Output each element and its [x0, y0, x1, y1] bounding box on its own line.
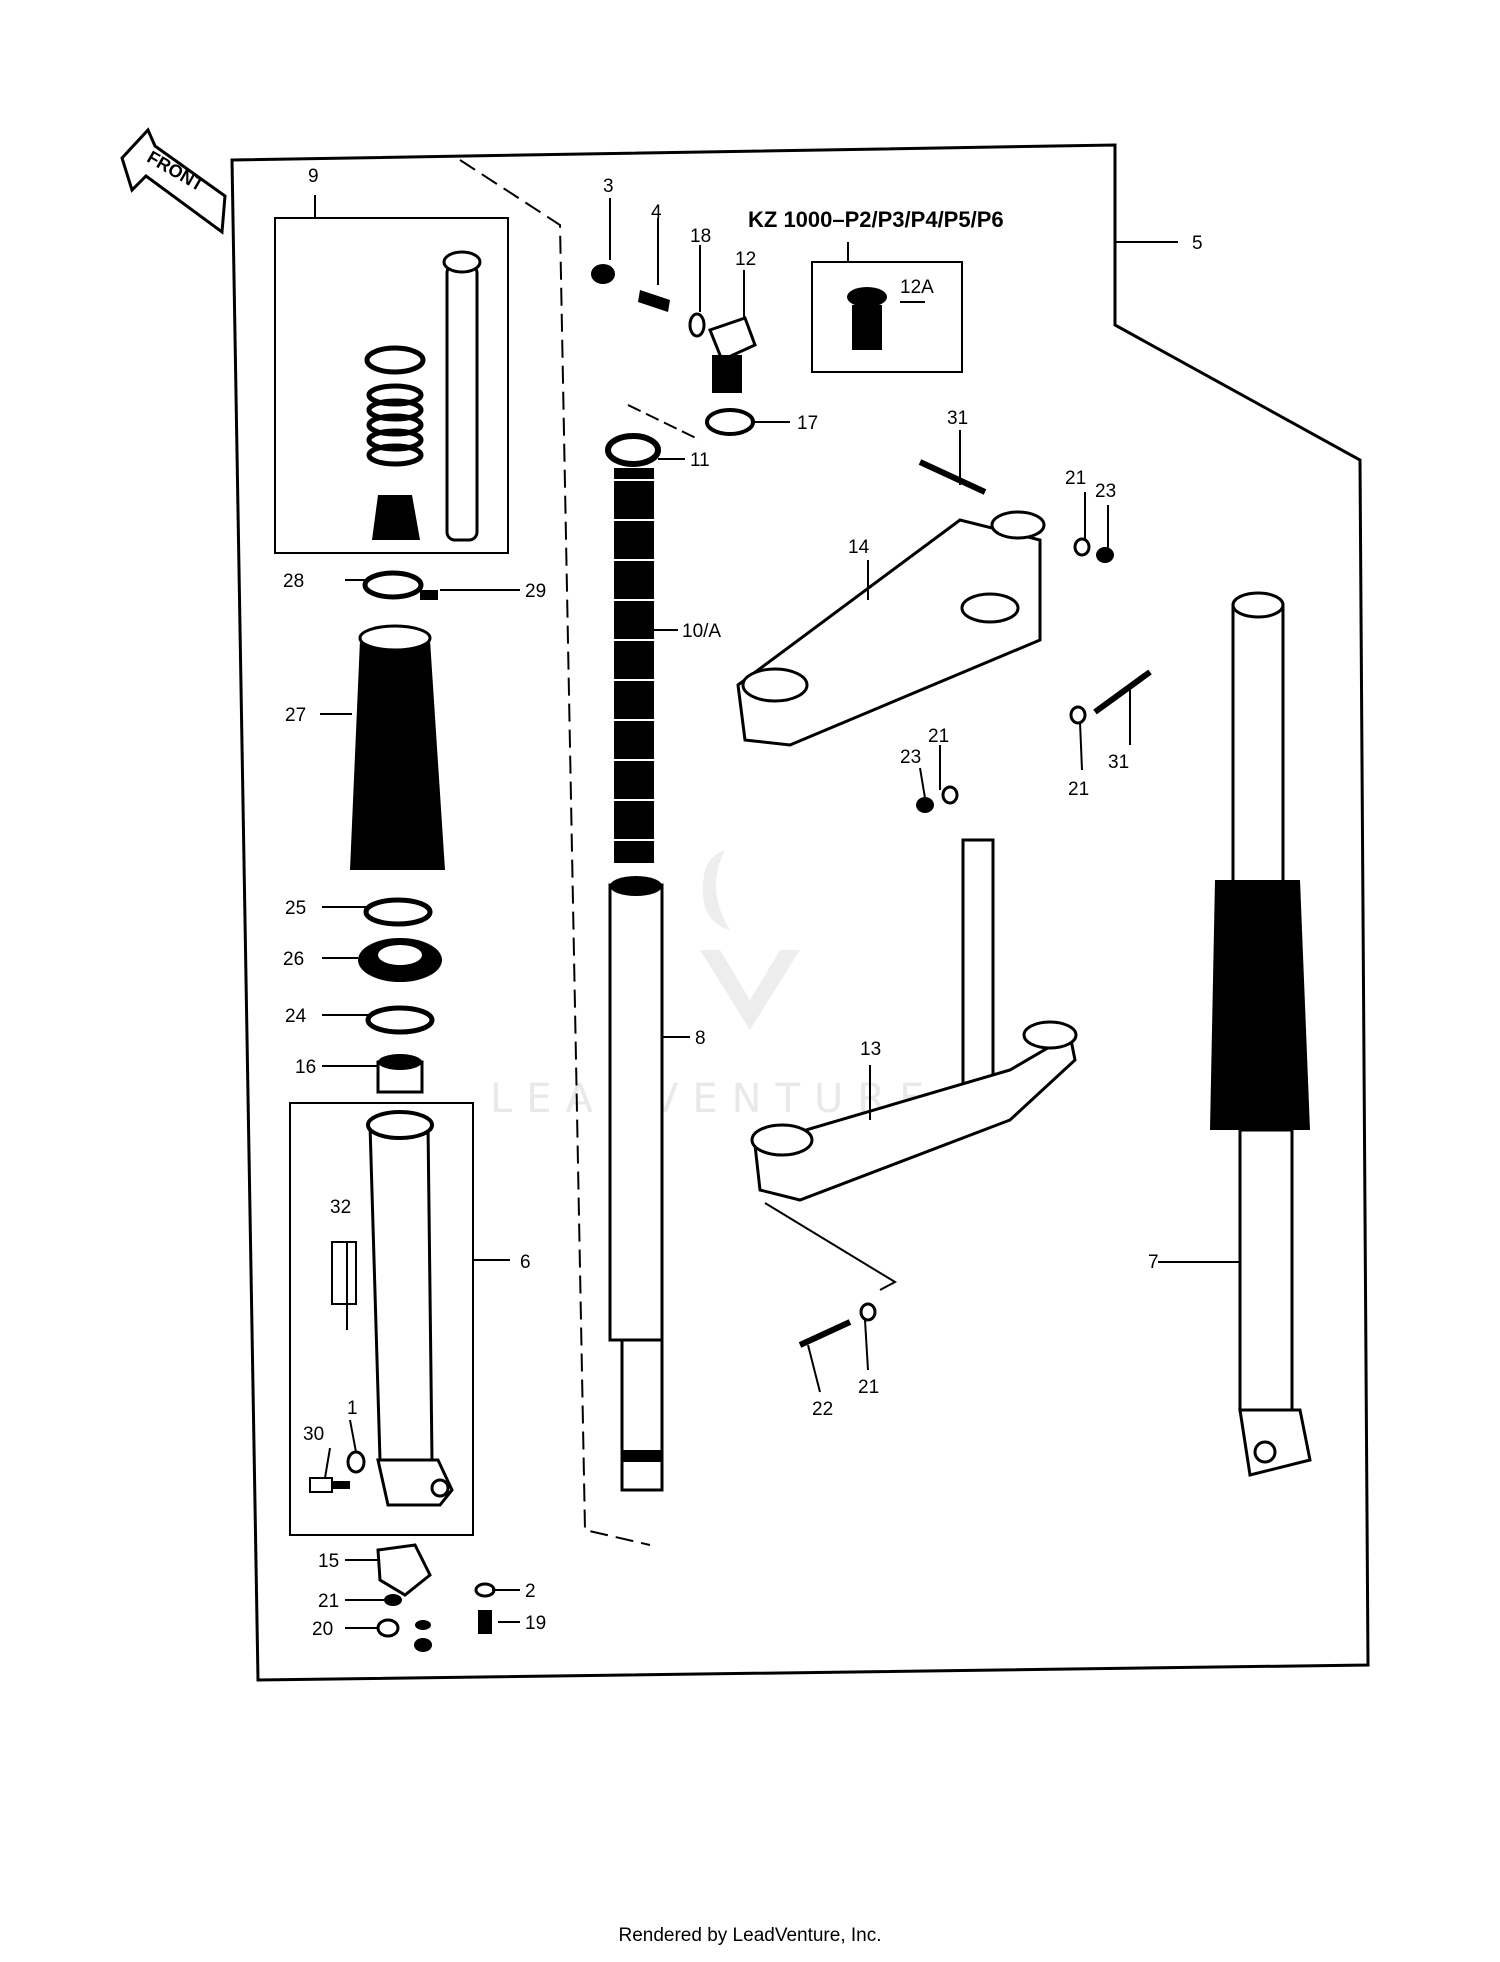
bolt-31-top: [918, 459, 987, 495]
callout-18: 18: [690, 226, 711, 247]
watermark: LEADVENTURE: [490, 850, 938, 1122]
bolt-22: [798, 1319, 852, 1348]
ring-25: [363, 897, 433, 927]
model-banner: KZ 1000–P2/P3/P4/P5/P6: [748, 207, 1004, 232]
callout-4: 4: [651, 202, 662, 223]
callout-23-a: 23: [1095, 481, 1116, 502]
callout-3: 3: [603, 176, 614, 197]
inner-tube-8: [608, 876, 664, 1492]
bushing-16: [376, 1054, 424, 1094]
fork-spring-10A: [614, 468, 654, 863]
callout-21-b: 21: [928, 726, 949, 747]
callout-12: 12: [735, 249, 756, 270]
gasket-1: [346, 1450, 366, 1474]
left-outer-tube: [366, 1110, 454, 1507]
collar-11: [605, 433, 661, 467]
callout-23-b: 23: [900, 747, 921, 768]
callout-19: 19: [525, 1613, 546, 1634]
callout-2: 2: [525, 1581, 536, 1602]
fork-boot: [350, 624, 445, 870]
callout-labels: KZ 1000–P2/P3/P4/P5/P6 3 4 18 12 12A 5 9…: [283, 166, 1203, 1640]
callout-10A: 10/A: [682, 621, 721, 642]
drain-screw-30: [309, 1477, 350, 1493]
o-ring-18: [688, 312, 706, 338]
callout-21-c: 21: [1068, 779, 1089, 800]
oil-seal-26: [358, 938, 442, 982]
leader-lines: [320, 198, 1240, 1629]
axle-holder-15: [376, 1543, 432, 1597]
callout-25: 25: [285, 898, 306, 919]
callout-26: 26: [283, 949, 304, 970]
upper-bracket-14: [736, 510, 1046, 747]
lower-bracket-13: [750, 838, 1078, 1202]
bolt-4: [638, 290, 670, 312]
callout-32: 32: [330, 1197, 351, 1218]
callout-7: 7: [1148, 1252, 1159, 1273]
callout-15: 15: [318, 1551, 339, 1572]
front-arrow-icon: FRONT: [120, 127, 227, 235]
diagram-frame: [230, 143, 1370, 1682]
callout-1: 1: [347, 1398, 358, 1419]
callout-21-d: 21: [858, 1377, 879, 1398]
callout-12A: 12A: [900, 277, 934, 298]
cap-12A: [847, 287, 887, 350]
callout-27: 27: [285, 705, 306, 726]
rebound-spring: [364, 345, 426, 467]
callout-13: 13: [860, 1039, 881, 1060]
callout-5: 5: [1192, 233, 1203, 254]
callout-21-a: 21: [1065, 468, 1086, 489]
watermark-text: LEADVENTURE: [490, 1076, 938, 1122]
bolt-31-right: [1093, 669, 1152, 715]
right-fork-7: [1210, 591, 1312, 1477]
callout-22: 22: [812, 1399, 833, 1420]
callout-14: 14: [848, 537, 870, 558]
footer-credit: Rendered by LeadVenture, Inc.: [618, 1925, 882, 1946]
callout-6: 6: [520, 1252, 531, 1273]
o-ring-17: [705, 408, 755, 436]
piston-bush: [372, 495, 420, 540]
ring-24: [365, 1005, 435, 1035]
callout-28: 28: [283, 571, 304, 592]
callout-29: 29: [525, 581, 546, 602]
callout-9: 9: [308, 166, 319, 187]
boot-clamp: [362, 570, 424, 600]
box-6: [289, 1102, 474, 1536]
callout-20: 20: [312, 1619, 333, 1640]
label-plate-32: [331, 1241, 357, 1305]
box-9: [274, 217, 509, 554]
callout-31-right: 31: [1108, 752, 1129, 773]
callout-11: 11: [690, 450, 710, 471]
callout-30: 30: [303, 1424, 324, 1445]
fork-cap-12: [708, 316, 757, 393]
damper-rod: [442, 250, 482, 542]
callout-24: 24: [285, 1006, 307, 1027]
callout-17: 17: [797, 413, 818, 434]
callout-31-top: 31: [947, 408, 968, 429]
callout-8: 8: [695, 1028, 706, 1049]
callout-21-e: 21: [318, 1591, 339, 1612]
callout-16: 16: [295, 1057, 316, 1078]
box-12A: [811, 261, 963, 373]
cap-3: [591, 264, 615, 284]
